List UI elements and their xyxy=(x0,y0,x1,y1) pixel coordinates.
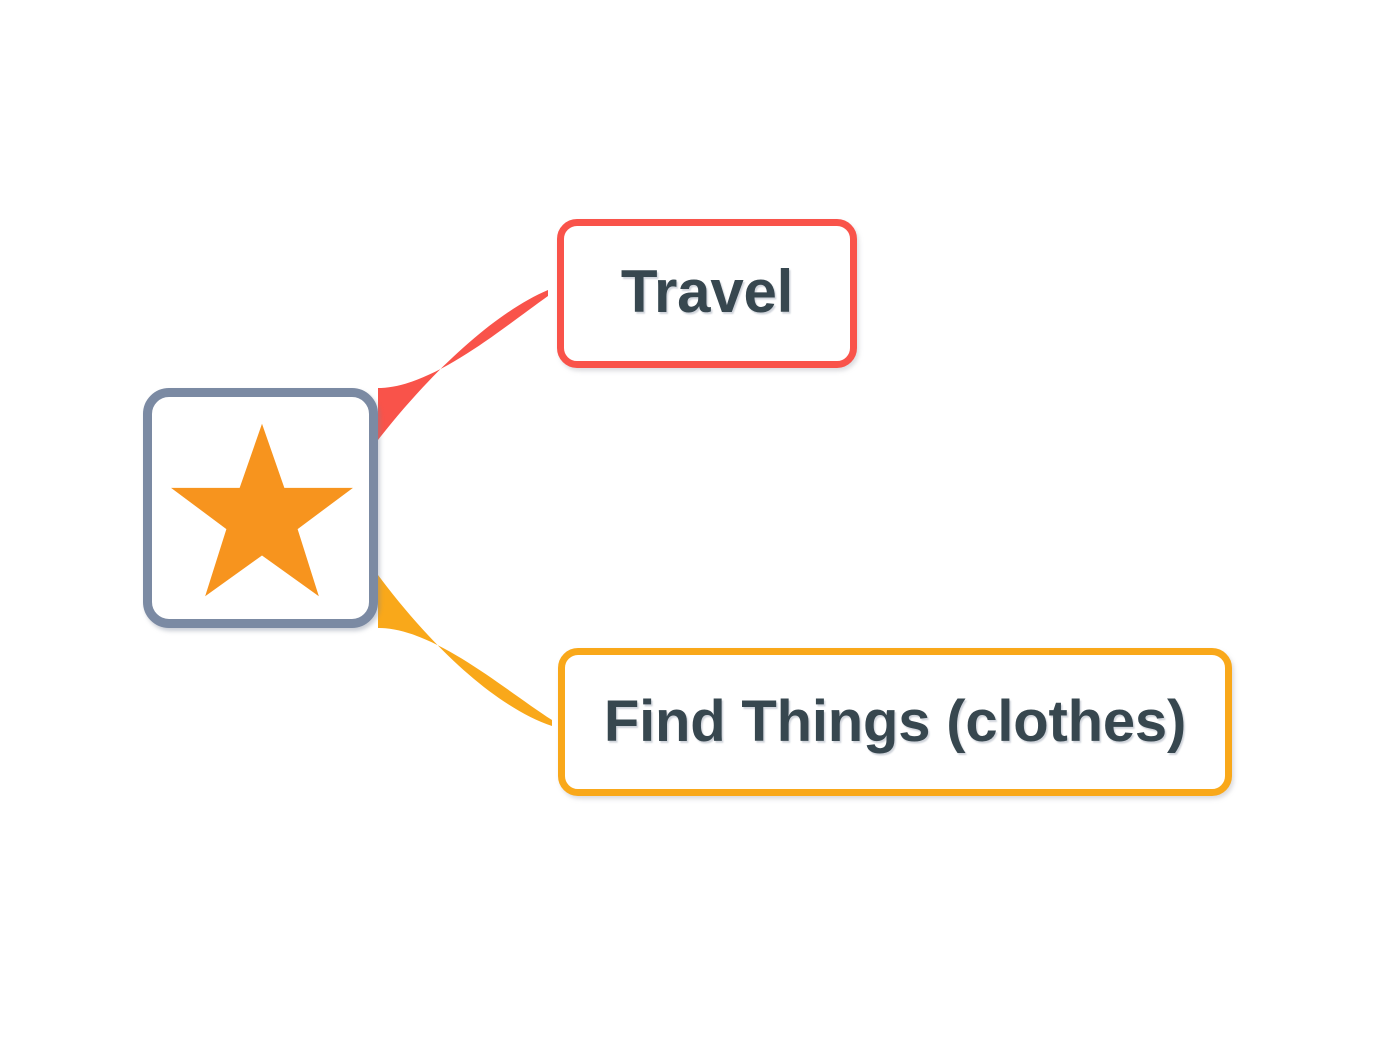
topic-label-travel: Travel xyxy=(620,258,794,325)
connector-find-things xyxy=(378,575,552,726)
connector-travel xyxy=(378,290,548,440)
star-icon xyxy=(170,423,353,597)
topic-label-find-things: Find Things (clothes) xyxy=(603,688,1187,754)
topic-node-travel[interactable]: Travel xyxy=(557,219,857,368)
topic-node-find-things[interactable]: Find Things (clothes) xyxy=(558,648,1232,796)
root-node-star[interactable] xyxy=(143,388,378,628)
